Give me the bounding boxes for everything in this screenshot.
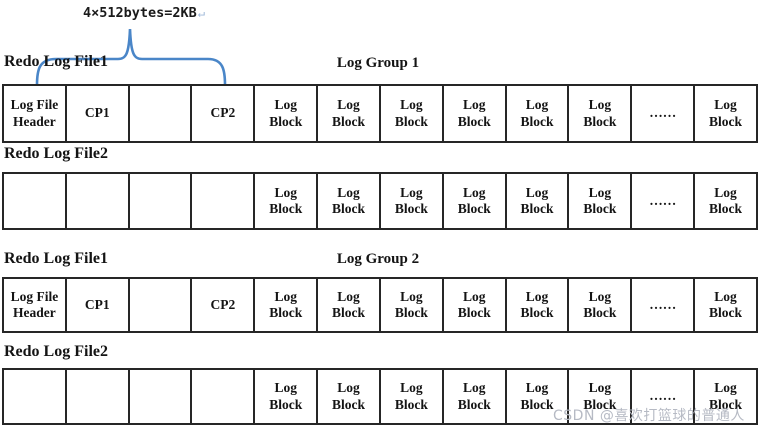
cell-log-block: Log Block bbox=[693, 279, 756, 331]
cell-log-block: Log Block bbox=[504, 279, 568, 331]
cell-ellipsis: …… bbox=[630, 279, 693, 331]
cell-empty bbox=[64, 174, 128, 228]
cell-log-block: Log Block bbox=[693, 370, 756, 423]
cell-log-block: Log Block bbox=[253, 279, 316, 331]
cell-log-block: Log Block bbox=[567, 279, 630, 331]
file-label-g1-file2: Redo Log File2 bbox=[4, 145, 108, 162]
cell-cp1: CP1 bbox=[64, 279, 128, 331]
size-annotation-text: 4×512bytes=2KB bbox=[83, 5, 197, 21]
file-label-g2-file1: Redo Log File1 bbox=[4, 250, 108, 267]
cell-empty bbox=[127, 279, 191, 331]
cell-log-block: Log Block bbox=[316, 174, 379, 228]
cell-log-block: Log Block bbox=[693, 174, 756, 228]
cell-empty bbox=[190, 174, 253, 228]
cell-empty bbox=[4, 174, 65, 228]
cell-log-block: Log Block bbox=[441, 279, 505, 331]
cell-log-file-header: Log File Header bbox=[10, 97, 59, 129]
cell-log-block: Log Block bbox=[253, 174, 316, 228]
file-label-g2-file2: Redo Log File2 bbox=[4, 343, 108, 360]
cell-log-block: Log Block bbox=[253, 86, 316, 141]
group-title-2: Log Group 2 bbox=[336, 251, 420, 267]
cell-log-block: Log Block bbox=[441, 174, 505, 228]
cell-log-block: Log Block bbox=[378, 174, 442, 228]
cell-empty bbox=[4, 370, 65, 423]
cell-empty bbox=[64, 370, 128, 423]
file-label-g1-file1: Redo Log File1 bbox=[4, 53, 108, 70]
cell-log-block: Log Block bbox=[378, 279, 442, 331]
cell-ellipsis: …… bbox=[630, 174, 693, 228]
cell-log-block: Log Block bbox=[316, 86, 379, 141]
cell-log-block: Log Block bbox=[253, 370, 316, 423]
cell-log-block: Log Block bbox=[378, 86, 442, 141]
log-file-row-g1-file2: Log Block Log Block Log Block Log Block … bbox=[2, 172, 758, 230]
cell-cp1: CP1 bbox=[64, 86, 128, 141]
over-brace-path bbox=[35, 28, 227, 86]
cell-log-file-header: Log File Header bbox=[10, 288, 59, 320]
cell-ellipsis: …… bbox=[630, 370, 693, 423]
cell-empty bbox=[190, 370, 253, 423]
cell-empty bbox=[127, 86, 191, 141]
cell-log-block: Log Block bbox=[441, 370, 505, 423]
cell-log-block: Log Block bbox=[378, 370, 442, 423]
cell-log-block: Log Block bbox=[693, 86, 756, 141]
cell-empty bbox=[127, 370, 191, 423]
cell-log-block: Log Block bbox=[504, 370, 568, 423]
cell-log-block: Log Block bbox=[504, 86, 568, 141]
cell-log-block: Log Block bbox=[567, 86, 630, 141]
cell-empty bbox=[127, 174, 191, 228]
cell-log-block: Log Block bbox=[567, 370, 630, 423]
log-file-row-g1-file1: Log File Header CP1 CP2 Log Block Log Bl… bbox=[2, 84, 758, 143]
cell-log-block: Log Block bbox=[567, 174, 630, 228]
group-title-1: Log Group 1 bbox=[336, 55, 420, 71]
return-mark-icon: ↵ bbox=[197, 6, 206, 20]
over-brace-icon bbox=[35, 28, 227, 86]
log-file-row-g2-file2: Log Block Log Block Log Block Log Block … bbox=[2, 368, 758, 425]
cell-log-block: Log Block bbox=[504, 174, 568, 228]
cell-log-block: Log Block bbox=[316, 370, 379, 423]
cell-cp2: CP2 bbox=[190, 279, 253, 331]
size-annotation: 4×512bytes=2KB↵ bbox=[83, 5, 205, 21]
csdn-watermark: CSDN @喜欢打篮球的普通人 bbox=[553, 408, 745, 424]
log-file-row-g2-file1: Log File Header CP1 CP2 Log Block Log Bl… bbox=[2, 277, 758, 333]
cell-ellipsis: …… bbox=[630, 86, 693, 141]
cell-cp2: CP2 bbox=[190, 86, 253, 141]
cell-log-block: Log Block bbox=[441, 86, 505, 141]
cell-log-block: Log Block bbox=[316, 279, 379, 331]
